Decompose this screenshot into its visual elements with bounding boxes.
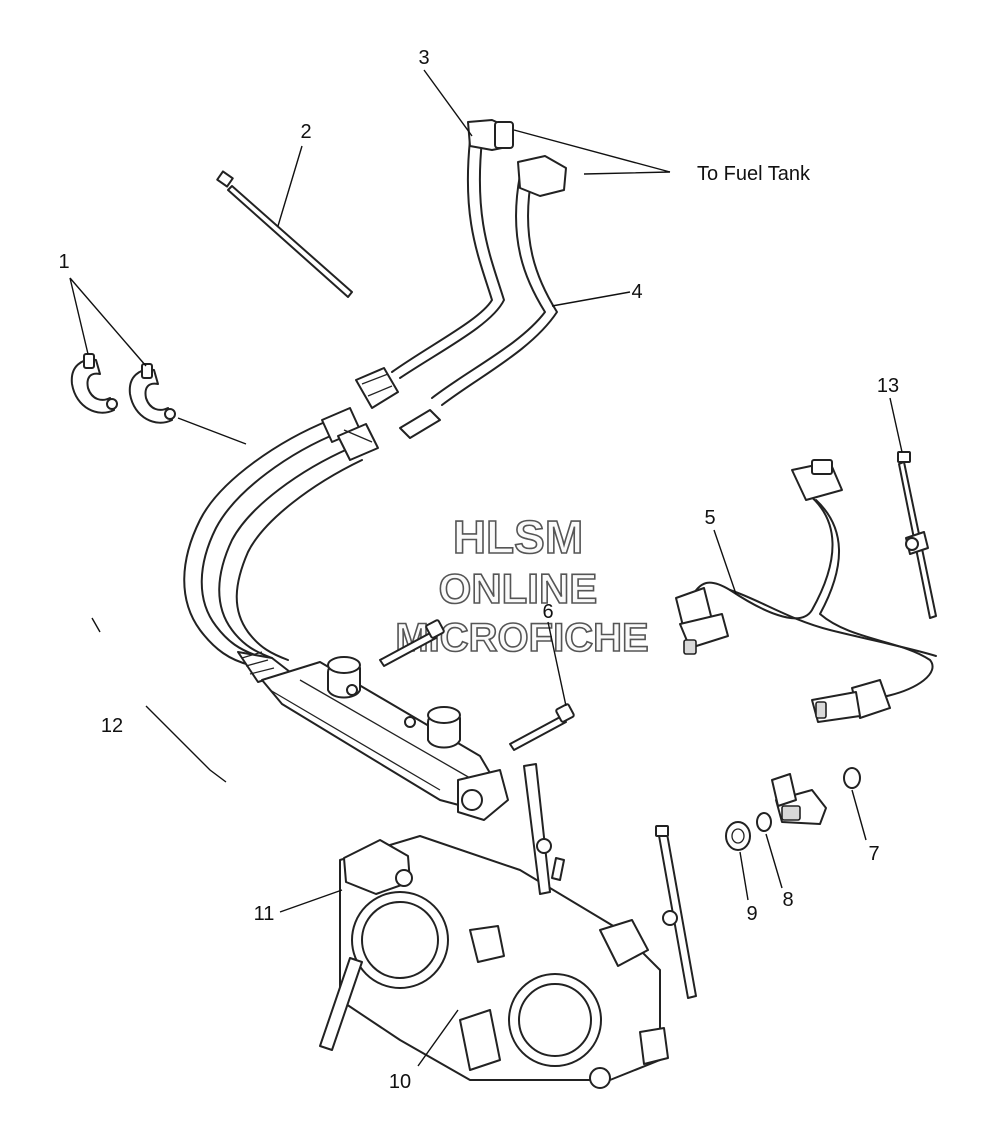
callout-11: 11 <box>254 903 275 925</box>
watermark-line-1: HLSM <box>453 511 583 563</box>
part-fuel-rail-assembly <box>183 407 509 821</box>
callout-1: 1 <box>58 251 69 273</box>
callout-4: 4 <box>631 281 642 303</box>
watermark-line-3: MICROFICHE <box>395 616 648 660</box>
callout-3: 3 <box>418 47 429 69</box>
callout-12: 12 <box>101 715 123 737</box>
part-throttle-body <box>319 763 697 1089</box>
annotation-to-fuel-tank: To Fuel Tank <box>697 163 811 185</box>
callout-13: 13 <box>877 375 899 397</box>
callout-2: 2 <box>300 121 311 143</box>
callout-10: 10 <box>389 1071 411 1093</box>
part-hose-clips <box>70 353 176 424</box>
part-fuel-hose-4 <box>399 155 567 439</box>
callout-5: 5 <box>704 507 715 529</box>
part-cable-tie-mount <box>897 451 937 619</box>
callout-7: 7 <box>868 843 879 865</box>
part-injector-and-seals <box>725 767 861 851</box>
part-wiring-harness <box>675 459 937 723</box>
callout-6: 6 <box>542 601 553 623</box>
part-bolts <box>379 619 575 751</box>
part-fuel-hose-3 <box>355 119 514 409</box>
callout-numbers: 1 2 3 4 5 6 7 8 9 10 11 12 13 To Fuel Ta… <box>58 47 899 1093</box>
leader-lines <box>69 69 903 1067</box>
watermark: HLSM ONLINE MICROFICHE <box>395 510 650 661</box>
callout-9: 9 <box>746 903 757 925</box>
watermark-line-2: ONLINE <box>439 565 598 612</box>
part-cable-tie <box>216 170 353 298</box>
callout-8: 8 <box>782 889 793 911</box>
